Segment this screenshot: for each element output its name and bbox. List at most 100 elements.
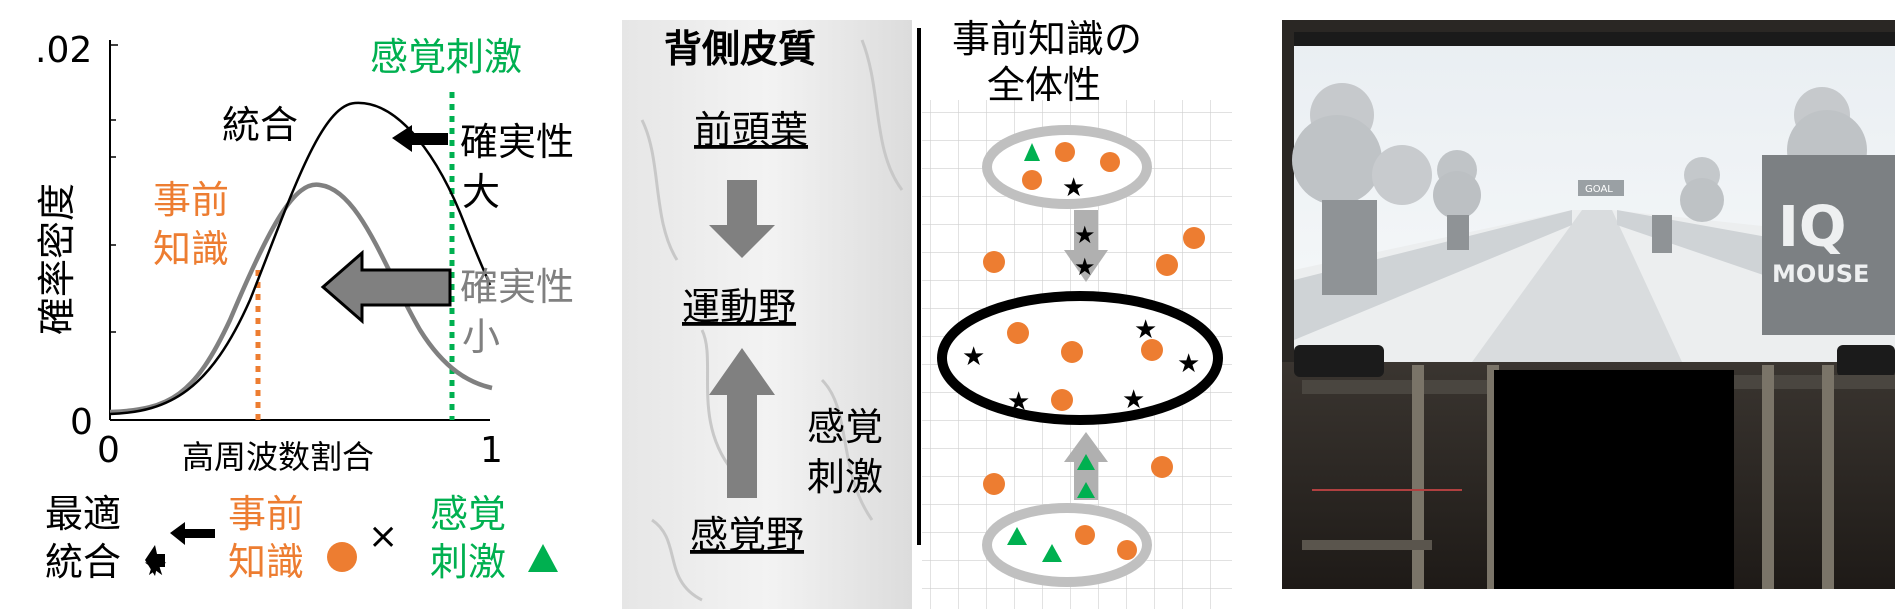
y-axis-label: 確率密度 (35, 183, 79, 335)
circle-marker (983, 473, 1005, 495)
formula-sensory-line1: 感覚 (430, 492, 506, 536)
vr-sign-wall (1762, 155, 1895, 335)
vr-pillar (1652, 215, 1672, 253)
circle-marker (1051, 389, 1073, 411)
motor-label: 運動野 (682, 285, 796, 329)
triangle-marker (1042, 544, 1062, 562)
circle-marker (1151, 456, 1173, 478)
cortex-image (622, 20, 912, 609)
formula-star-icon: ★ (143, 549, 168, 582)
high-certainty-curve (109, 101, 492, 416)
formula-star-icon (145, 545, 165, 576)
rig-post (1412, 365, 1424, 589)
prior-label-line2: 知識 (153, 227, 229, 271)
vr-left-wall (1294, 210, 1572, 340)
prior-label-line1: 事前 (153, 178, 229, 222)
circle-marker (1100, 152, 1120, 172)
stimulus-label-line2: 刺激 (807, 455, 883, 499)
goal-sign-label: GOAL (1585, 184, 1613, 195)
cortex-title: 背側皮質 (664, 27, 816, 71)
circle-marker (1055, 142, 1075, 162)
rig-post (1822, 365, 1834, 589)
cortex-diagram-panel: 背側皮質 前頭葉 運動野 感覚野 感覚 刺激 事前知識の 全体性 ★ ★ ★ (622, 0, 1232, 609)
camera-lens (1294, 345, 1384, 377)
stimulus-label-line1: 感覚 (807, 405, 883, 449)
circle-marker (983, 251, 1005, 273)
globality-title-line2: 全体性 (987, 63, 1101, 107)
sensory-label: 感覚刺激 (370, 35, 522, 79)
vr-setup-photo: GOAL IQ MOUSE (1282, 20, 1895, 589)
triangle-marker (1007, 527, 1027, 545)
vr-tree (1433, 171, 1481, 219)
x-tick-one-label: 1 (480, 430, 503, 471)
vr-tree (1372, 145, 1432, 205)
density-plot-panel: .02 0 0 1 高周波数割合 確率密度 感覚刺激 統合 事前 知識 確実性 … (0, 0, 620, 609)
formula-arrow-icon (170, 522, 215, 545)
vr-pillar (1447, 215, 1469, 250)
sensory-to-motor-arrow (709, 348, 775, 498)
high-certainty-arrow (392, 125, 448, 152)
rig-rail (1732, 375, 1895, 389)
certainty-high-line2: 大 (462, 170, 500, 214)
cortex-diagram-svg: 背側皮質 前頭葉 運動野 感覚野 感覚 刺激 事前知識の 全体性 ★ ★ ★ (622, 17, 1232, 609)
circle-marker (1117, 540, 1137, 560)
cortex-vessels (640, 39, 904, 602)
star-marker: ★ (1122, 385, 1145, 415)
certainty-low-line1: 確実性 (460, 265, 574, 309)
x-axis-label: 高周波数割合 (182, 438, 374, 476)
star-marker: ★ (962, 342, 985, 372)
triangle-marker (1024, 143, 1040, 161)
circle-marker (1183, 227, 1205, 249)
rig-post (1762, 365, 1774, 589)
vr-tree (1292, 115, 1382, 205)
circle-marker (1061, 341, 1083, 363)
star-marker: ★ (1134, 315, 1157, 345)
wall-sign-iq: IQ (1778, 195, 1846, 260)
y-tick-top-label: .02 (35, 30, 92, 71)
formula-prior-line2: 知識 (228, 540, 304, 584)
camera-lens (1837, 345, 1895, 377)
triangle-marker (1077, 482, 1095, 498)
certainty-high-line1: 確実性 (460, 120, 574, 164)
screen-top-bar (1294, 32, 1895, 46)
formula-prior-line1: 事前 (228, 492, 304, 536)
star-marker: ★ (1062, 173, 1085, 203)
x-tick-zero-label: 0 (97, 430, 120, 471)
wall-sign-mouse: MOUSE (1772, 260, 1869, 288)
star-marker: ★ (1074, 253, 1096, 281)
triangle-marker (1077, 454, 1095, 470)
globality-title-line1: 事前知識の (952, 17, 1142, 61)
redacted-area (1494, 370, 1734, 589)
certainty-low-line2: 小 (462, 315, 500, 359)
circle-marker (1075, 525, 1095, 545)
low-certainty-arrow (320, 249, 452, 325)
formula-circle-icon (327, 542, 357, 572)
vr-pillar (1322, 200, 1377, 295)
circle-marker (1141, 339, 1163, 361)
integration-label: 統合 (222, 103, 298, 147)
star-marker: ★ (1074, 221, 1096, 249)
sensory-ellipse (982, 503, 1152, 587)
formula-sensory-line2: 刺激 (430, 540, 506, 584)
sensory-area-label: 感覚野 (690, 513, 804, 557)
formula-triangle-icon (528, 544, 558, 572)
frontal-to-motor-arrow (709, 180, 775, 258)
vr-tree (1680, 178, 1724, 222)
vr-photo-svg: GOAL IQ MOUSE (1282, 20, 1895, 589)
star-marker: ★ (1177, 349, 1200, 379)
frontal-label: 前頭葉 (694, 108, 808, 152)
formula-optimal-line1: 最適 (45, 492, 121, 536)
star-marker: ★ (1007, 387, 1030, 417)
y-tick-zero-label: 0 (70, 402, 93, 443)
rig-rail (1302, 540, 1432, 550)
formula-times: × (368, 516, 398, 557)
density-plot-svg: .02 0 0 1 高周波数割合 確率密度 感覚刺激 統合 事前 知識 確実性 … (35, 30, 574, 584)
low-certainty-curve (109, 182, 493, 415)
circle-marker (1022, 170, 1042, 190)
vr-corridor (1472, 210, 1682, 362)
goal-sign (1578, 180, 1624, 196)
circle-marker (1007, 322, 1029, 344)
prior-down-arrow (1064, 210, 1108, 282)
formula-optimal-line2: 統合 (45, 540, 121, 584)
circle-marker (1156, 254, 1178, 276)
